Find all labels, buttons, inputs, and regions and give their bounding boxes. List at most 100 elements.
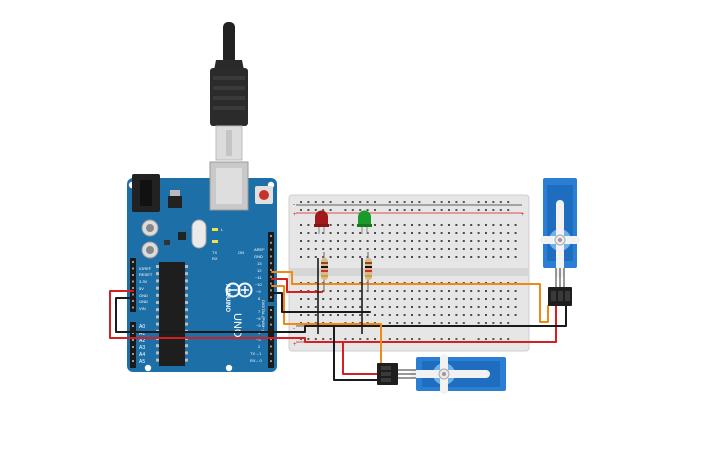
strip-hole[interactable]: [337, 290, 339, 292]
strip-hole[interactable]: [337, 224, 339, 226]
strip-hole[interactable]: [448, 248, 450, 250]
header-pin[interactable]: [270, 345, 272, 348]
strip-hole[interactable]: [440, 314, 443, 316]
rail-hole[interactable]: [462, 338, 465, 340]
rail-hole[interactable]: [477, 201, 480, 203]
chip-pin[interactable]: [185, 301, 188, 304]
strip-hole[interactable]: [477, 232, 480, 234]
strip-hole[interactable]: [381, 290, 384, 292]
strip-hole[interactable]: [425, 256, 428, 258]
strip-hole[interactable]: [366, 314, 369, 316]
strip-hole[interactable]: [492, 314, 495, 316]
rail-hole[interactable]: [374, 338, 376, 340]
rail-hole[interactable]: [485, 209, 487, 211]
rail-hole[interactable]: [433, 322, 436, 324]
rail-hole[interactable]: [440, 322, 443, 324]
strip-hole[interactable]: [514, 248, 517, 250]
rail-hole[interactable]: [351, 209, 354, 211]
strip-hole[interactable]: [485, 298, 487, 300]
strip-hole[interactable]: [425, 298, 428, 300]
rail-hole[interactable]: [403, 338, 406, 340]
strip-hole[interactable]: [462, 306, 465, 308]
strip-hole[interactable]: [470, 314, 473, 316]
rail-hole[interactable]: [314, 201, 317, 203]
strip-hole[interactable]: [514, 240, 517, 242]
strip-hole[interactable]: [514, 290, 517, 292]
rail-hole[interactable]: [448, 209, 450, 211]
arduino-uno-board[interactable]: L TX RX ON ARDUINO UNO IOREF RESET 3.3V …: [127, 161, 277, 372]
strip-hole[interactable]: [322, 256, 325, 258]
strip-hole[interactable]: [366, 232, 369, 234]
strip-hole[interactable]: [329, 306, 332, 308]
rail-hole[interactable]: [440, 201, 443, 203]
strip-hole[interactable]: [381, 256, 384, 258]
rail-hole[interactable]: [462, 201, 465, 203]
rail-hole[interactable]: [388, 322, 391, 324]
rail-hole[interactable]: [366, 201, 369, 203]
header-pin[interactable]: [270, 316, 272, 319]
strip-hole[interactable]: [396, 232, 399, 234]
strip-hole[interactable]: [411, 248, 413, 250]
strip-hole[interactable]: [366, 240, 369, 242]
strip-hole[interactable]: [477, 314, 480, 316]
strip-hole[interactable]: [507, 290, 510, 292]
rail-hole[interactable]: [344, 209, 347, 211]
strip-hole[interactable]: [514, 314, 517, 316]
rail-hole[interactable]: [507, 209, 510, 211]
strip-hole[interactable]: [388, 232, 391, 234]
strip-hole[interactable]: [344, 248, 347, 250]
strip-hole[interactable]: [351, 240, 354, 242]
strip-hole[interactable]: [448, 306, 450, 308]
strip-hole[interactable]: [433, 306, 436, 308]
strip-hole[interactable]: [322, 248, 325, 250]
rail-hole[interactable]: [411, 209, 413, 211]
strip-hole[interactable]: [307, 248, 310, 250]
strip-hole[interactable]: [366, 298, 369, 300]
strip-hole[interactable]: [344, 306, 347, 308]
chip-pin[interactable]: [185, 351, 188, 355]
header-pin[interactable]: [270, 241, 272, 244]
strip-hole[interactable]: [351, 256, 354, 258]
header-pin[interactable]: [132, 325, 134, 327]
rail-hole[interactable]: [507, 322, 510, 324]
header-pin[interactable]: [270, 248, 272, 251]
strip-hole[interactable]: [344, 256, 347, 258]
strip-hole[interactable]: [337, 256, 339, 258]
strip-hole[interactable]: [470, 256, 473, 258]
strip-hole[interactable]: [433, 240, 436, 242]
rail-hole[interactable]: [396, 322, 399, 324]
strip-hole[interactable]: [307, 224, 310, 226]
strip-hole[interactable]: [485, 314, 487, 316]
strip-hole[interactable]: [307, 306, 310, 308]
rail-hole[interactable]: [374, 201, 376, 203]
strip-hole[interactable]: [396, 298, 399, 300]
header-pin[interactable]: [270, 352, 272, 355]
rail-hole[interactable]: [344, 201, 347, 203]
strip-hole[interactable]: [455, 240, 458, 242]
strip-hole[interactable]: [462, 232, 465, 234]
rail-hole[interactable]: [322, 201, 325, 203]
strip-hole[interactable]: [403, 232, 406, 234]
rail-hole[interactable]: [485, 201, 487, 203]
strip-hole[interactable]: [462, 290, 465, 292]
strip-hole[interactable]: [433, 232, 436, 234]
strip-hole[interactable]: [477, 224, 480, 226]
strip-hole[interactable]: [403, 314, 406, 316]
header-pin[interactable]: [270, 275, 272, 278]
strip-hole[interactable]: [374, 240, 376, 242]
rail-hole[interactable]: [396, 209, 399, 211]
strip-hole[interactable]: [329, 224, 332, 226]
strip-hole[interactable]: [448, 224, 450, 226]
strip-hole[interactable]: [329, 248, 332, 250]
strip-hole[interactable]: [359, 306, 362, 308]
strip-hole[interactable]: [396, 240, 399, 242]
digital-header-top[interactable]: [268, 232, 274, 302]
strip-hole[interactable]: [425, 314, 428, 316]
strip-hole[interactable]: [485, 290, 487, 292]
strip-hole[interactable]: [448, 290, 450, 292]
strip-hole[interactable]: [507, 224, 510, 226]
header-pin[interactable]: [132, 306, 134, 309]
rail-hole[interactable]: [477, 209, 480, 211]
rail-hole[interactable]: [499, 209, 502, 211]
rail-hole[interactable]: [322, 338, 325, 340]
